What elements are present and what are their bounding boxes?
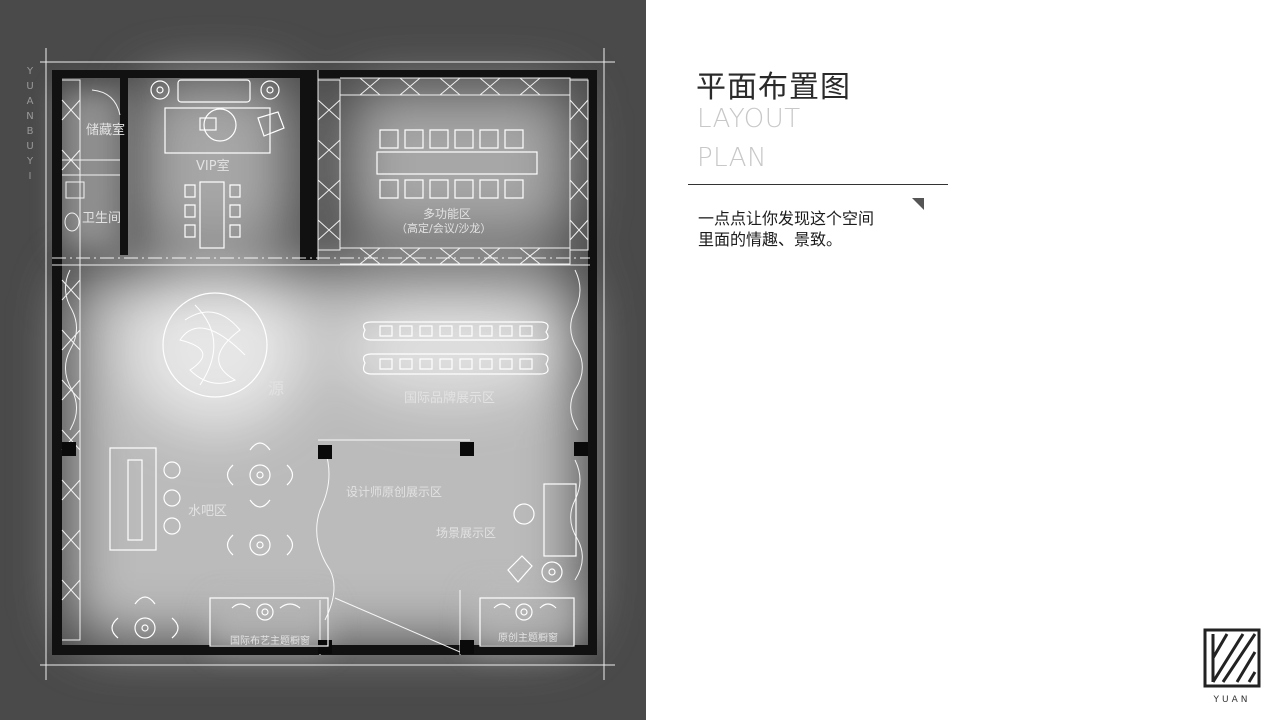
subtitle-line-1: LAYOUT	[697, 104, 801, 134]
label-water-bar: 水吧区	[188, 504, 227, 519]
vertical-brand-letter: N	[26, 111, 34, 122]
label-source: 源	[268, 379, 284, 398]
label-scene: 场景展示区	[436, 526, 496, 540]
columns	[62, 442, 588, 654]
description: 一点点让你发现这个空间 里面的情趣、景致。	[698, 208, 874, 250]
vertical-brand-letter: U	[26, 141, 34, 152]
furniture	[109, 79, 577, 647]
description-line-1: 一点点让你发现这个空间	[698, 209, 875, 228]
subtitle-line-2: PLAN	[697, 143, 767, 173]
yuan-logo	[1203, 628, 1261, 688]
vertical-brand-letter: U	[26, 81, 34, 92]
vertical-brand-letter: I	[28, 171, 32, 182]
label-intl-brand: 国际品牌展示区	[404, 390, 495, 406]
floor-plan-drawing: 储藏室 VIP室 卫生间 多功能区 （高定/会议/沙龙） 源 国际品牌展示区 设…	[40, 48, 615, 680]
logo-text: YUAN	[1213, 695, 1251, 705]
room-labels: 储藏室 VIP室 卫生间 多功能区 （高定/会议/沙龙） 源 国际品牌展示区 设…	[82, 122, 558, 647]
vertical-brand-letter: Y	[26, 66, 34, 77]
vertical-brand-letter: A	[26, 96, 34, 107]
page-title: 平面布置图	[696, 70, 851, 105]
label-vip: VIP室	[196, 158, 230, 174]
label-storage: 储藏室	[86, 122, 125, 138]
title-divider	[688, 184, 948, 185]
label-original-window: 原创主题橱窗	[498, 631, 558, 644]
label-restroom: 卫生间	[82, 211, 121, 226]
corner-triangle-icon	[912, 198, 924, 210]
light-glow	[70, 80, 580, 640]
description-line-2: 里面的情趣、景致。	[698, 230, 843, 249]
label-intl-fabric-window: 国际布艺主题橱窗	[230, 634, 310, 647]
label-multifunction: 多功能区	[423, 207, 471, 221]
label-designer: 设计师原创展示区	[346, 485, 442, 499]
vertical-brand-letter: Y	[26, 156, 34, 167]
label-multifunction-sub: （高定/会议/沙龙）	[396, 221, 491, 235]
vertical-brand-letter: B	[26, 126, 34, 137]
